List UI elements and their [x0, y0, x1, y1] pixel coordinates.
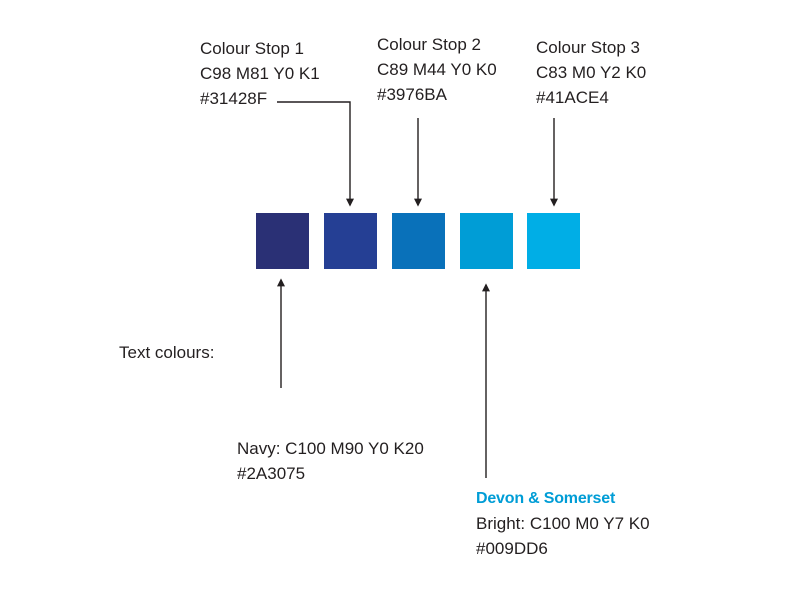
bright-cmyk: Bright: C100 M0 Y7 K0 — [476, 514, 650, 533]
colour-stop-2-hex: #3976BA — [377, 85, 447, 104]
navy-hex: #2A3075 — [237, 464, 306, 483]
colour-stop-2-label: Colour Stop 2 C89 M44 Y0 K0 #3976BA — [377, 32, 497, 107]
swatch-colour-stop-3 — [527, 213, 580, 269]
swatch-colour-stop-2 — [392, 213, 445, 269]
colour-stop-3-label: Colour Stop 3 C83 M0 Y2 K0 #41ACE4 — [536, 35, 646, 110]
colour-stop-1-title: Colour Stop 1 — [200, 39, 304, 58]
bright-hex: #009DD6 — [476, 539, 548, 558]
brand-name-sample: Devon & Somerset — [476, 490, 616, 507]
colour-stop-3-title: Colour Stop 3 — [536, 38, 640, 57]
colour-stop-1-cmyk: C98 M81 Y0 K1 — [200, 64, 320, 83]
bright-colour-label: Devon & Somerset Bright: C100 M0 Y7 K0 #… — [476, 486, 650, 561]
swatch-colour-stop-1 — [324, 213, 377, 269]
colour-stop-1-label: Colour Stop 1 C98 M81 Y0 K1 #31428F — [200, 36, 320, 111]
navy-colour-label: Navy: C100 M90 Y0 K20 #2A3075 — [237, 436, 424, 486]
text-colours-heading: Text colours: — [119, 343, 215, 362]
colour-stop-2-cmyk: C89 M44 Y0 K0 — [377, 60, 497, 79]
swatch-navy — [256, 213, 309, 269]
colour-stop-2-title: Colour Stop 2 — [377, 35, 481, 54]
colour-stop-3-cmyk: C83 M0 Y2 K0 — [536, 63, 647, 82]
colour-stop-1-arrow — [277, 101, 354, 207]
swatch-bright — [460, 213, 513, 269]
navy-cmyk: Navy: C100 M90 Y0 K20 — [237, 439, 424, 458]
colour-stop-3-hex: #41ACE4 — [536, 88, 609, 107]
colour-stop-1-hex: #31428F — [200, 89, 268, 108]
